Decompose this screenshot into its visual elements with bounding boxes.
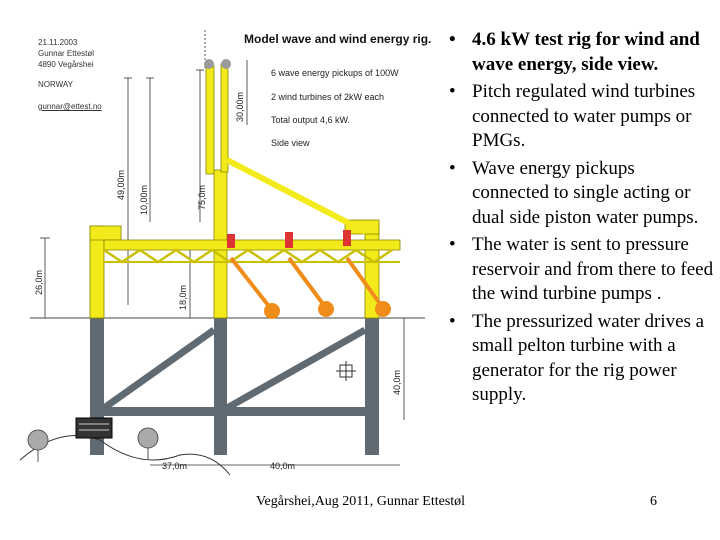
bullet-dot-icon: • [449,234,456,255]
meta-city: 4890 Vegårshei [38,60,94,69]
bullet-text: Pitch regulated wind turbines connected … [472,81,696,151]
meta-date: 21.11.2003 [38,38,78,47]
bullet-text: Wave energy pickups connected to single … [472,157,699,228]
dim-label-40m-right: 40,0m [392,370,402,395]
bullet-item: • 4.6 kW test rig for wind and wave energ… [446,28,716,77]
submerged-braces [101,326,367,412]
meta-author: Gunnar Ettestøl [38,49,95,58]
wind-turbine-hub-icon [221,59,231,69]
dimension-lines [40,30,405,420]
bullet-dot-icon: • [449,310,456,332]
meta-country: NORWAY [38,80,73,89]
dim-label-10m: 10,00m [139,185,149,215]
wave-float-icon [264,303,280,319]
diagram-title: Model wave and wind energy rig. [244,32,432,46]
dim-label-40m-bottom: 40,0m [270,461,295,471]
bullet-text: The water is sent to pressure reservoir … [472,234,714,304]
spec-wave-pickups: 6 wave energy pickups of 100W [271,68,399,78]
meta-email: gunnar@ettest.no [38,102,102,111]
bullet-dot-icon: • [449,81,456,102]
bullet-dot-icon: • [449,29,456,50]
dim-label-49m: 49,00m [116,170,126,200]
wave-floats [264,301,391,319]
buoy-left-icon [27,429,49,451]
dim-label-26m: 26,0m [34,270,44,295]
dim-label-30m: 30,00m [235,92,245,122]
pump-units [227,230,351,248]
rig-diagram: 49,00m 10,00m 75,0m 30,00m 26,0m 18,0m 4… [19,30,425,476]
wave-float-icon [318,301,334,317]
bullet-item: • Pitch regulated wind turbines connected… [446,80,716,154]
spec-total-output: Total output 4,6 kW. [271,115,351,125]
dim-label-75m: 75,0m [197,185,207,210]
dim-label-18m: 18,0m [178,285,188,310]
bullet-text: The pressurized water drives a small pel… [472,310,705,406]
stay-cable [225,157,368,235]
wave-float-icon [375,301,391,317]
buoy-right-icon [137,427,159,449]
wave-arms [229,256,385,312]
seabed-profile [19,435,231,476]
dim-label-37m: 37,0m [162,461,187,471]
footer-text: Vegårshei,Aug 2011, Gunnar Ettestøl [256,494,466,509]
bullet-item: • The pressurized water drives a small pe… [446,310,716,408]
spec-wind-turbines: 2 wind turbines of 2kW each [271,92,385,102]
bullet-list: • 4.6 kW test rig for wind and wave energ… [446,28,716,411]
page-number: 6 [650,494,657,509]
bullet-dot-icon: • [449,157,456,179]
wind-turbine-hub-icon [204,59,214,69]
platform-structure [89,63,401,319]
bullet-text: 4.6 kW test rig for wind and wave energy… [472,29,700,75]
bullet-item: • Wave energy pickups connected to single… [446,157,716,231]
spec-side-view: Side view [271,138,310,148]
control-unit-icon [75,417,113,439]
bullet-item: • The water is sent to pressure reservoir… [446,233,716,307]
